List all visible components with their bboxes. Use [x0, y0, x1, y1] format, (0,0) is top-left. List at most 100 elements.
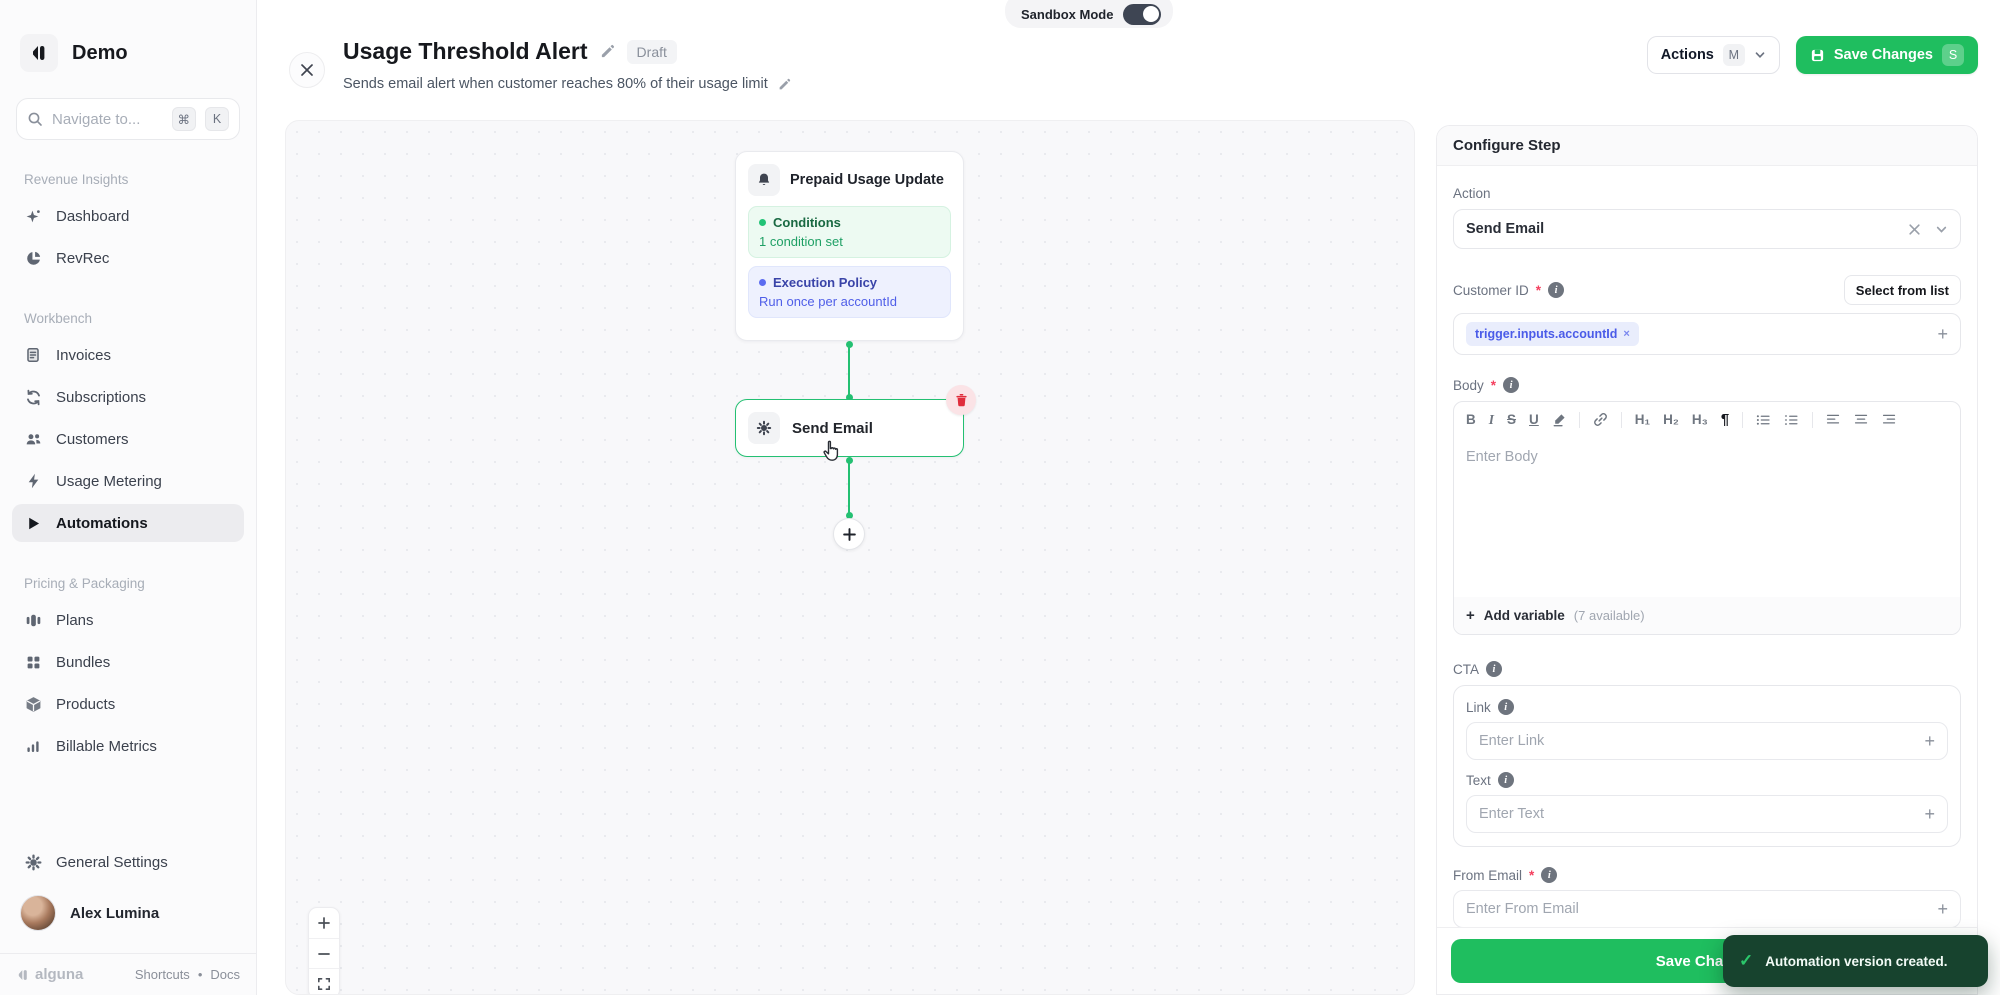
body-editor: B I S U H₁ H₂ H₃ ¶ — [1453, 401, 1961, 635]
paragraph-icon[interactable]: ¶ — [1720, 411, 1730, 428]
workspace-name: Demo — [72, 41, 128, 64]
info-icon[interactable]: i — [1548, 282, 1565, 298]
green-dot-icon — [759, 219, 766, 226]
workflow-canvas[interactable]: Prepaid Usage Update Conditions 1 condit… — [285, 120, 1415, 995]
page-description: Sends email alert when customer reaches … — [343, 76, 768, 92]
save-changes-button[interactable]: Save Changes S — [1795, 36, 1978, 74]
edit-description-icon[interactable] — [778, 78, 791, 91]
h1-icon[interactable]: H₁ — [1634, 412, 1651, 427]
delete-step-button[interactable] — [946, 385, 976, 415]
action-label: Action — [1453, 186, 1491, 201]
editor-toolbar: B I S U H₁ H₂ H₃ ¶ — [1454, 402, 1960, 437]
sidebar-item-label: Dashboard — [56, 207, 130, 225]
send-email-node[interactable]: Send Email — [735, 399, 964, 457]
info-icon[interactable]: i — [1497, 699, 1514, 715]
sidebar-item-subscriptions[interactable]: Subscriptions — [12, 378, 244, 416]
add-value-icon[interactable]: + — [1924, 803, 1935, 824]
customer-id-input[interactable]: trigger.inputs.accountId × + — [1453, 313, 1961, 355]
user-menu[interactable]: Alex Lumina — [12, 887, 244, 939]
italic-icon[interactable]: I — [1488, 411, 1495, 427]
bullet-list-icon[interactable] — [1756, 413, 1771, 427]
sidebar-item-dashboard[interactable]: Dashboard — [12, 197, 244, 235]
sandbox-mode-label: Sandbox Mode — [1021, 6, 1114, 22]
text-label: Text — [1466, 772, 1491, 788]
footer-separator: • — [197, 967, 203, 982]
info-icon[interactable]: i — [1503, 377, 1520, 393]
body-label: Body — [1453, 377, 1484, 393]
connector-dot — [845, 457, 853, 464]
sandbox-mode-toggle[interactable] — [1123, 3, 1162, 25]
sidebar-item-general-settings[interactable]: General Settings — [12, 843, 244, 881]
sidebar-item-bundles[interactable]: Bundles — [12, 643, 244, 681]
sidebar-item-automations[interactable]: Automations — [12, 504, 244, 542]
add-step-button[interactable] — [833, 518, 865, 550]
actions-button[interactable]: Actions M — [1646, 36, 1780, 74]
shortcuts-link[interactable]: Shortcuts — [134, 967, 190, 982]
lightning-icon — [24, 472, 42, 490]
highlighter-icon[interactable] — [1552, 413, 1566, 427]
info-icon[interactable]: i — [1497, 772, 1514, 788]
h2-icon[interactable]: H₂ — [1663, 412, 1679, 427]
sidebar-item-plans[interactable]: Plans — [12, 601, 244, 639]
add-variable-button[interactable]: + Add variable (7 available) — [1454, 597, 1960, 634]
brand-logo: alguna — [16, 966, 83, 983]
indigo-dot-icon — [759, 279, 766, 286]
align-left-icon[interactable] — [1826, 413, 1841, 426]
sidebar-item-label: Automations — [56, 514, 148, 532]
link-input[interactable] — [1479, 733, 1925, 749]
trigger-node[interactable]: Prepaid Usage Update Conditions 1 condit… — [735, 151, 964, 341]
underline-icon[interactable]: U — [1529, 412, 1539, 427]
sidebar-item-usage-metering[interactable]: Usage Metering — [12, 462, 244, 500]
remove-tag-icon[interactable]: × — [1623, 328, 1630, 340]
edit-title-icon[interactable] — [600, 44, 615, 59]
sidebar-item-billable-metrics[interactable]: Billable Metrics — [12, 727, 244, 765]
sidebar-item-customers[interactable]: Customers — [12, 420, 244, 458]
add-value-icon[interactable]: + — [1937, 898, 1948, 919]
select-from-list-button[interactable]: Select from list — [1843, 275, 1961, 305]
info-icon[interactable]: i — [1541, 867, 1558, 883]
align-center-icon[interactable] — [1854, 413, 1869, 426]
sidebar-item-revrec[interactable]: RevRec — [12, 239, 244, 277]
sidebar-item-invoices[interactable]: Invoices — [12, 336, 244, 374]
page-title: Usage Threshold Alert — [343, 38, 588, 64]
brand-name: alguna — [35, 966, 84, 983]
add-value-icon[interactable]: + — [1937, 323, 1948, 344]
h3-icon[interactable]: H₃ — [1691, 412, 1708, 427]
docs-link[interactable]: Docs — [210, 967, 240, 982]
strikethrough-icon[interactable]: S — [1507, 412, 1517, 427]
people-icon — [24, 430, 42, 448]
status-badge: Draft — [626, 39, 677, 64]
ordered-list-icon[interactable] — [1784, 413, 1799, 427]
clear-icon[interactable] — [1908, 223, 1921, 236]
workspace-switcher[interactable]: Demo — [20, 34, 236, 72]
bold-icon[interactable]: B — [1466, 412, 1476, 427]
customer-id-label: Customer ID — [1453, 282, 1529, 298]
zoom-out-button[interactable] — [309, 938, 339, 968]
action-select[interactable]: Send Email — [1453, 209, 1961, 249]
required-asterisk: * — [1535, 282, 1542, 298]
execution-policy-box[interactable]: Execution Policy Run once per accountId — [748, 266, 951, 318]
variable-tag-label: trigger.inputs.accountId — [1475, 327, 1618, 341]
info-icon[interactable]: i — [1486, 661, 1502, 677]
zoom-in-button[interactable] — [309, 908, 339, 938]
align-right-icon[interactable] — [1882, 413, 1897, 426]
fit-view-button[interactable] — [309, 968, 339, 994]
body-textarea[interactable]: Enter Body — [1466, 449, 1538, 465]
search-input[interactable]: Navigate to... ⌘ K — [16, 98, 240, 140]
close-button[interactable] — [289, 52, 325, 88]
section-revenue-insights: Revenue Insights — [24, 172, 129, 187]
hand-cursor-icon — [820, 439, 842, 463]
add-value-icon[interactable]: + — [1924, 730, 1935, 751]
text-input[interactable] — [1479, 806, 1925, 822]
zoom-controls — [308, 907, 340, 994]
check-icon: ✓ — [1739, 951, 1754, 970]
configure-step-panel: Configure Step Action Send Email Custome… — [1436, 125, 1978, 995]
user-name: Alex Lumina — [70, 904, 160, 922]
save-changes-label: Save Changes — [1833, 47, 1933, 63]
search-icon — [27, 111, 43, 127]
from-email-input[interactable] — [1466, 901, 1938, 917]
sidebar-item-products[interactable]: Products — [12, 685, 244, 723]
sidebar-item-label: Customers — [56, 430, 129, 448]
conditions-box[interactable]: Conditions 1 condition set — [748, 206, 951, 258]
link-icon[interactable] — [1593, 412, 1608, 427]
